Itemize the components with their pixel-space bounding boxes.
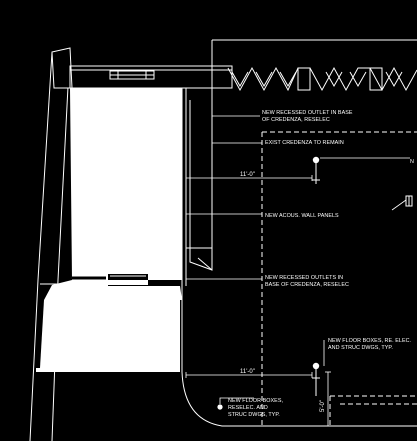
acoustic-panel-zigzag <box>227 66 417 92</box>
edge-label-upper-right: N <box>410 159 414 165</box>
leader-lines <box>186 115 410 404</box>
floor-box-upper <box>312 156 320 184</box>
interior-wall <box>181 88 213 286</box>
label-floor-boxes-right: NEW FLOOR BOXES, RE. ELEC. AND STRUC DWG… <box>328 338 411 351</box>
wall-fill-upper <box>70 88 182 280</box>
dimension-lines <box>185 175 331 426</box>
label-acoustic-wall-panels: NEW ACOUS. WALL PANELS <box>265 213 339 219</box>
label-existing-credenza: EXIST CREDENZA TO REMAIN <box>265 140 344 146</box>
label-line: STRUC DWGS, TYP. <box>228 412 280 418</box>
label-line: NEW RECESSED OUTLETS IN <box>265 275 343 281</box>
label-line: RESELEC. AND <box>228 405 268 411</box>
wall-fill-lower <box>36 280 182 372</box>
room-boundary <box>181 39 417 427</box>
label-line: NEW ACOUS. WALL PANELS <box>265 213 339 219</box>
dimension-vertical: 5'-0" <box>320 400 326 412</box>
floor-box-lower <box>312 362 320 396</box>
exterior-wall-left <box>29 47 73 441</box>
label-line: OF CREDENZA, RESELEC <box>262 117 330 123</box>
label-recessed-outlets-credenza-2: NEW RECESSED OUTLETS IN BASE OF CREDENZA… <box>265 275 349 288</box>
opening-lines <box>40 275 146 285</box>
label-line: AND STRUC DWGS, TYP. <box>328 345 393 351</box>
outlet-marker-right <box>405 195 413 207</box>
floor-box-left <box>217 404 223 410</box>
label-line: EXIST CREDENZA TO REMAIN <box>265 140 344 146</box>
label-recessed-outlet-credenza-1: NEW RECESSED OUTLET IN BASE OF CREDENZA,… <box>262 110 353 123</box>
label-floor-boxes-left: NEW FLOOR BOXES, RESELEC. AND STRUC DWGS… <box>228 398 283 418</box>
label-line: NEW FLOOR BOXES, <box>228 398 283 404</box>
label-line: NEW FLOOR BOXES, RE. ELEC. <box>328 338 411 344</box>
dimension-upper: 11'-0" <box>240 172 255 178</box>
label-line: NEW RECESSED OUTLET IN BASE <box>262 110 353 116</box>
header-beam <box>69 65 233 89</box>
label-line: BASE OF CREDENZA, RESELEC <box>265 282 349 288</box>
dimension-lower: 11'-0" <box>240 369 255 375</box>
